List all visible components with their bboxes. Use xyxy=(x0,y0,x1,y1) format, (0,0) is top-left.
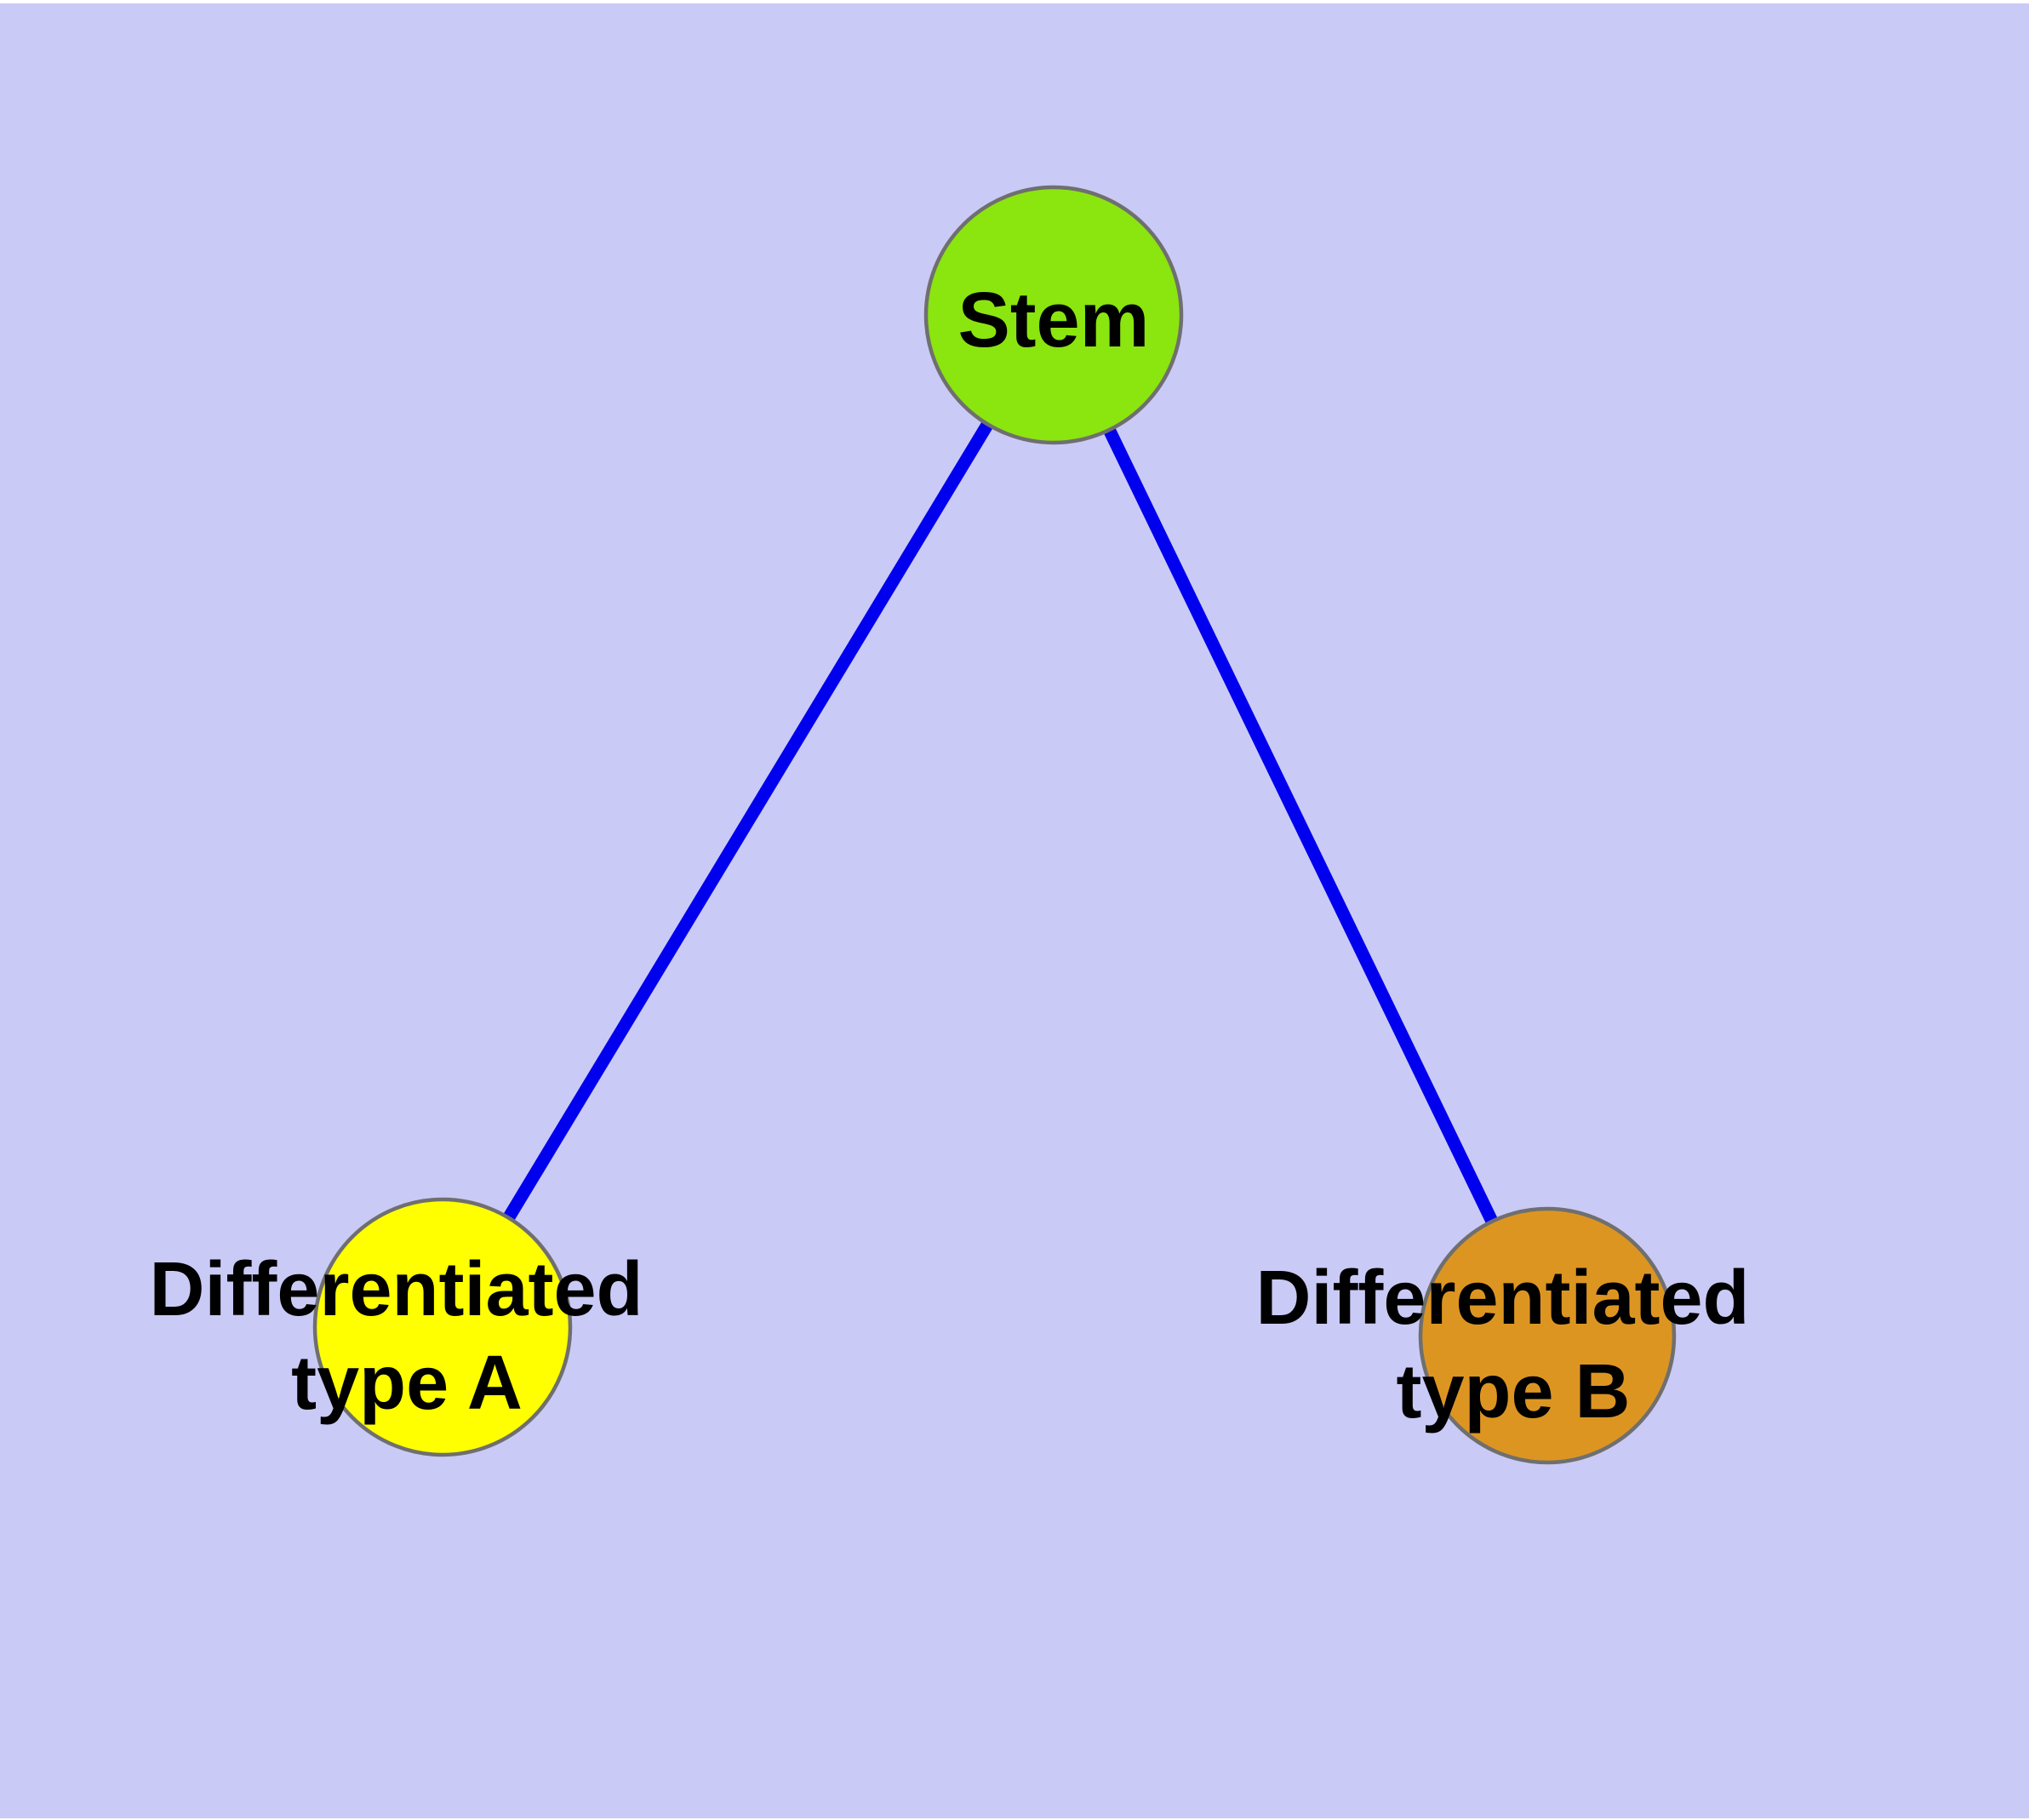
node-type-b-circle xyxy=(1418,1206,1677,1465)
node-type-a-label-line1: Differentiated xyxy=(149,1247,643,1332)
node-type-b-label-line2: type B xyxy=(1396,1349,1630,1434)
node-stem-label-line: Stem xyxy=(958,277,1150,363)
edge-stem-to-type-b xyxy=(1048,312,1553,1339)
node-type-b-label: Differentiated type B xyxy=(1255,1256,1770,1434)
node-type-a-label: Differentiated type A xyxy=(149,1247,664,1426)
node-type-a-circle xyxy=(312,1197,573,1457)
node-stem-circle xyxy=(923,185,1184,445)
node-type-b-label-line1: Differentiated xyxy=(1255,1256,1749,1341)
node-stem-label: Stem xyxy=(958,277,1150,363)
edge-stem-to-type-a xyxy=(437,312,1060,1331)
node-type-a-label-line2: type A xyxy=(291,1341,523,1426)
